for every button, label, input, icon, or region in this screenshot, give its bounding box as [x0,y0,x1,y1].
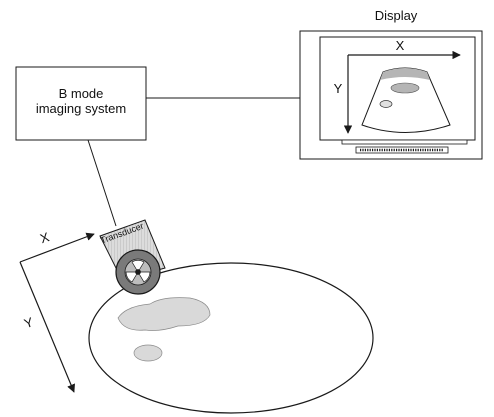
transducer-element-icon [125,260,151,283]
body-organ-small [133,344,163,362]
transducer: Transducer [99,219,166,295]
transducer-cable [87,139,117,227]
display-x-label: X [396,38,405,53]
display-feature-large [390,82,420,94]
display-sector-top-band [380,68,430,80]
imaging-system-box: B mode imaging system [15,66,147,141]
body-y-label: Y [22,314,35,331]
imaging-system-label-line1: B mode [59,86,104,101]
imaging-system-label-line2: imaging system [36,101,126,116]
body-organ-large [117,297,211,331]
body-x-axis-arrow [19,232,95,263]
keyboard [355,146,449,154]
monitor-stand [341,139,468,145]
display-title: Display [375,8,418,23]
body-y-axis-arrow [19,261,75,393]
display-y-label: Y [334,81,343,96]
display-monitor: Display X Y [299,8,483,160]
body-x-label: X [38,229,51,246]
display-feature-small [379,100,393,108]
